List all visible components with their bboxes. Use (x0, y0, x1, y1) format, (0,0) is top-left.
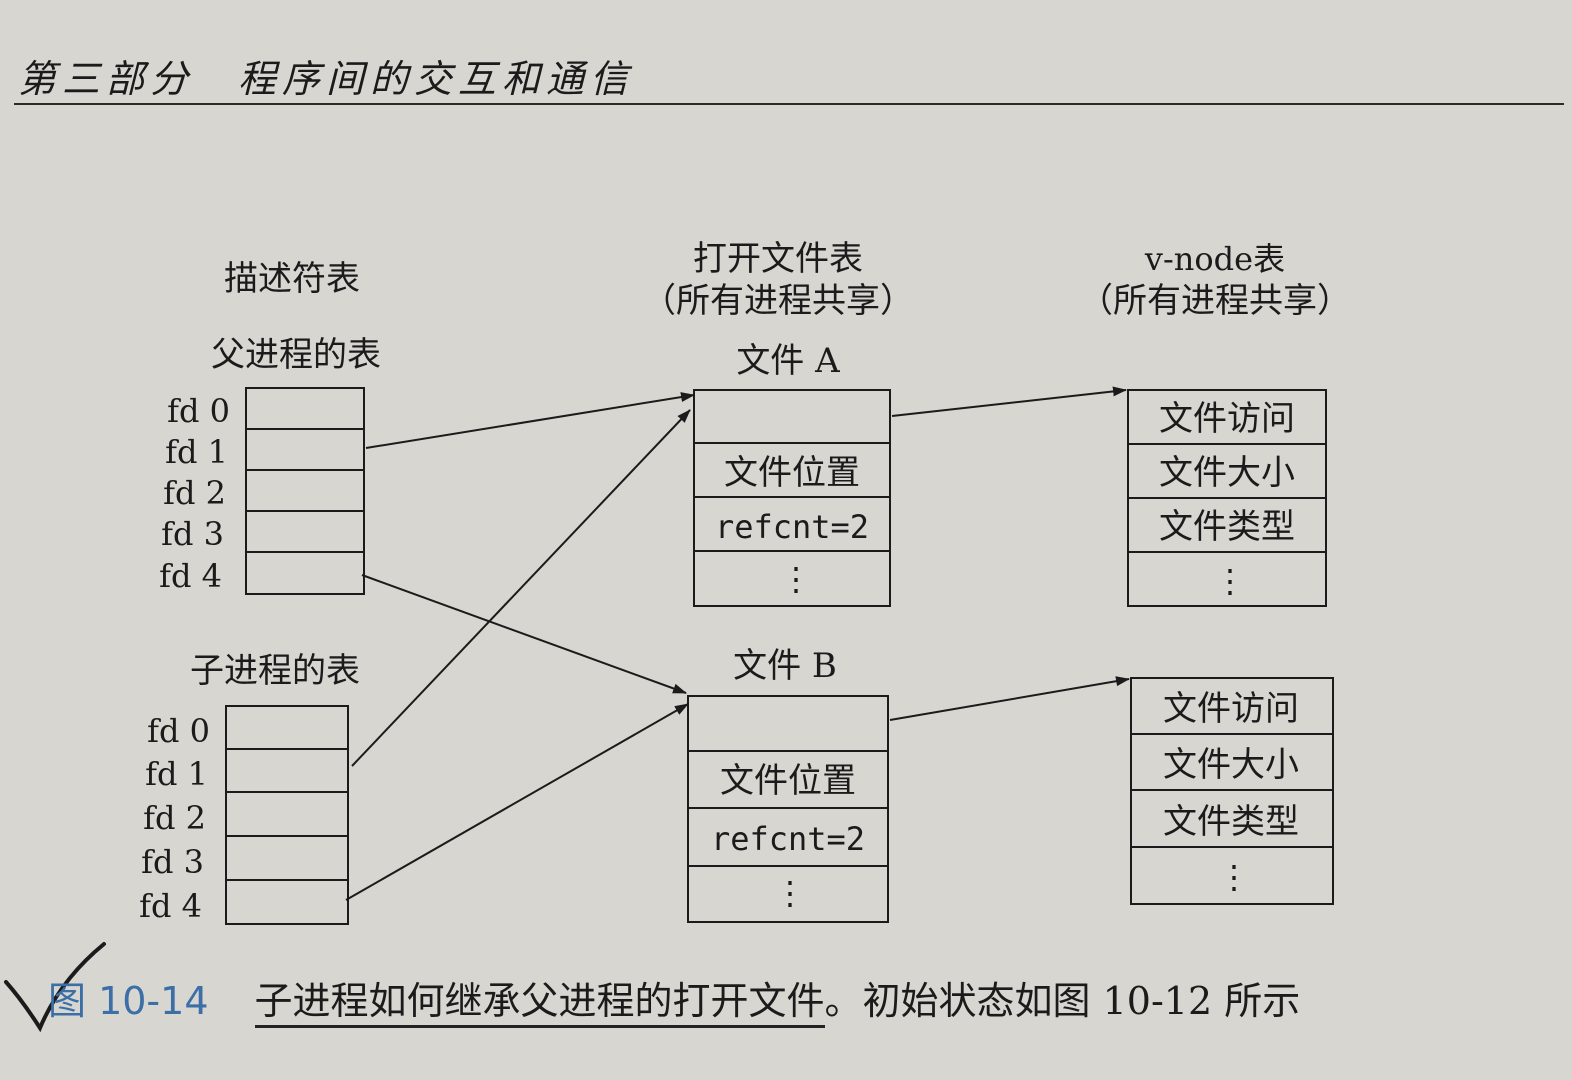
file-b-entry: 文件 B 文件位置 refcnt=2 ⋮ (687, 646, 889, 923)
child-fd-label: fd 3 (141, 843, 204, 881)
vnode-a-ellipsis: ⋮ (1214, 562, 1246, 600)
file-a-entry: 文件 A 文件位置 refcnt=2 ⋮ (693, 341, 891, 607)
parent-fd-label: fd 3 (161, 515, 224, 553)
parent-fd-label: fd 4 (159, 557, 222, 595)
arrow-parent-fd4-to-file-b (361, 574, 687, 694)
child-table-title: 子进程的表 (190, 651, 360, 691)
vnode-a-access: 文件访问 (1159, 399, 1295, 439)
arrow-child-fd4-to-file-b (345, 703, 689, 901)
figure-caption: 图 10-14 子进程如何继承父进程的打开文件。初始状态如图 10-12 所示 (48, 970, 1301, 1028)
parent-fd-label: fd 1 (165, 433, 228, 471)
file-b-position: 文件位置 (720, 761, 856, 801)
parent-table-title: 父进程的表 (211, 335, 381, 375)
vnode-b-access: 文件访问 (1163, 689, 1299, 729)
parent-fd-label: fd 0 (167, 392, 230, 430)
vnode-b-ellipsis: ⋮ (1218, 858, 1250, 896)
vnode-b-size: 文件大小 (1163, 745, 1299, 785)
vnode-table-title: v-node表 (1144, 240, 1285, 278)
vnode-a-entry: 文件访问 文件大小 文件类型 ⋮ (1127, 389, 1327, 607)
open-file-table-note: （所有进程共享） (642, 281, 914, 321)
open-file-table-title: 打开文件表 (693, 239, 863, 279)
check-mark-icon (4, 942, 106, 1033)
caption-rest-text: 。初始状态如图 10-12 所示 (824, 979, 1301, 1023)
figure-number: 图 10-14 (48, 979, 209, 1023)
parent-fd-label: fd 2 (163, 474, 226, 512)
file-a-refcnt: refcnt=2 (715, 508, 869, 546)
vnode-b-type: 文件类型 (1163, 802, 1299, 842)
child-fd-label: fd 0 (147, 712, 210, 750)
file-a-position: 文件位置 (724, 453, 860, 493)
file-a-ellipsis: ⋮ (780, 560, 812, 598)
arrow-parent-fd1-to-file-a (365, 392, 695, 449)
child-fd-label: fd 2 (143, 799, 206, 837)
vnode-a-type: 文件类型 (1159, 507, 1295, 547)
child-fd-label: fd 1 (145, 755, 208, 793)
descriptor-table-title: 描述符表 (224, 259, 360, 299)
file-a-title: 文件 A (736, 341, 840, 381)
child-descriptor-table: 子进程的表 fd 0 fd 1 fd 2 fd 3 fd 4 (139, 651, 360, 925)
file-b-refcnt: refcnt=2 (711, 820, 865, 858)
arrow-file-b-to-vnode-b (889, 676, 1130, 721)
file-b-title: 文件 B (733, 646, 837, 686)
caption-underlined-text: 子进程如何继承父进程的打开文件 (254, 979, 825, 1028)
header-rule (14, 103, 1564, 105)
arrow-child-fd1-to-file-a (351, 409, 691, 767)
arrow-file-a-to-vnode-a (891, 386, 1127, 417)
file-b-ellipsis: ⋮ (774, 874, 806, 912)
vnode-a-size: 文件大小 (1159, 453, 1295, 493)
vnode-b-entry: 文件访问 文件大小 文件类型 ⋮ (1130, 677, 1334, 905)
parent-descriptor-table: 父进程的表 fd 0 fd 1 fd 2 fd 3 fd 4 (159, 335, 381, 595)
page-header: 第三部分 程序间的交互和通信 (18, 57, 635, 101)
vnode-table-note: （所有进程共享） (1079, 281, 1351, 321)
child-fd-label: fd 4 (139, 887, 202, 925)
